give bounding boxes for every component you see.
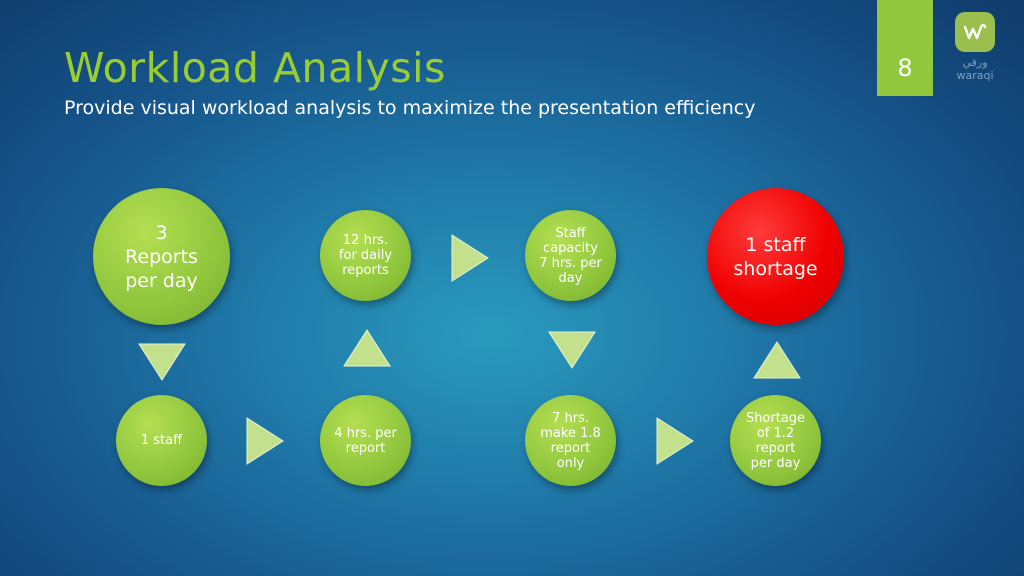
arrow-down-icon xyxy=(548,331,596,369)
node-label: 12 hrs. for daily reports xyxy=(338,233,393,278)
arrow-right-icon xyxy=(451,234,489,282)
node-label: Staff capacity 7 hrs. per day xyxy=(539,225,602,286)
arrow-right-icon xyxy=(656,417,694,465)
arrow-up-icon xyxy=(753,341,801,379)
node-label: Shortage of 1.2 report per day xyxy=(745,410,806,471)
arrow-down-icon xyxy=(138,343,186,381)
node-twelve-hrs: 12 hrs. for daily reports xyxy=(320,210,411,301)
node-four-hrs: 4 hrs. per report xyxy=(320,395,411,486)
page-number: 8 xyxy=(897,54,913,82)
slide-title: Workload Analysis xyxy=(64,44,446,92)
node-staff-capacity: Staff capacity 7 hrs. per day xyxy=(525,210,616,301)
logo-glyph-icon xyxy=(963,23,987,40)
node-seven-hrs: 7 hrs. make 1.8 report only xyxy=(525,395,616,486)
node-label: 1 staff shortage xyxy=(733,233,818,280)
node-staff-shortage: 1 staff shortage xyxy=(707,188,844,325)
node-label: 7 hrs. make 1.8 report only xyxy=(540,410,601,471)
node-label: 3 Reports per day xyxy=(125,221,198,292)
arrow-right-icon xyxy=(246,417,284,465)
node-label: 1 staff xyxy=(140,433,183,448)
slide-subtitle: Provide visual workload analysis to maxi… xyxy=(64,97,756,119)
waraqi-logo-icon xyxy=(955,12,995,52)
node-label: 4 hrs. per report xyxy=(334,425,397,456)
logo-text: ورقي waraqi xyxy=(956,56,994,82)
node-shortage: Shortage of 1.2 report per day xyxy=(730,395,821,486)
arrow-up-icon xyxy=(343,329,391,367)
page-number-badge: 8 xyxy=(877,0,933,96)
node-reports-per-day: 3 Reports per day xyxy=(93,188,230,325)
node-one-staff: 1 staff xyxy=(116,395,207,486)
